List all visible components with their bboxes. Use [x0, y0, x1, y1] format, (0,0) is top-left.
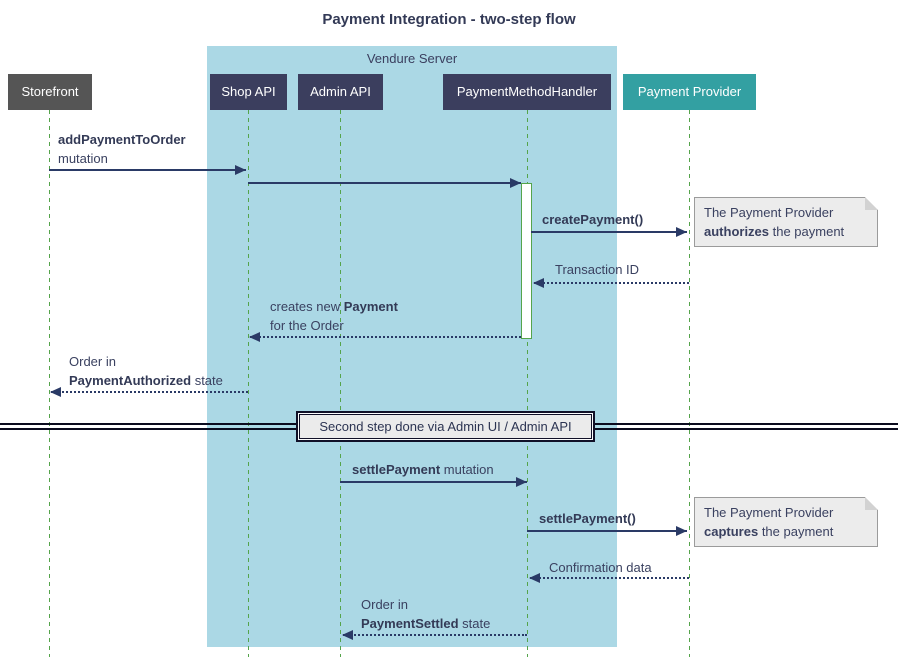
vendure-server-frame [207, 46, 617, 647]
message-arrow-transaction-id [534, 282, 689, 284]
message-label-creates-payment: creates new Payment for the Order [270, 299, 398, 333]
divider-label: Second step done via Admin UI / Admin AP… [296, 411, 595, 442]
participant-admin-api: Admin API [298, 74, 383, 110]
message-arrow-create-payment [531, 231, 687, 233]
message-label-create-payment: createPayment() [542, 212, 644, 227]
arrowhead-icon [533, 278, 544, 288]
arrowhead-icon [235, 165, 246, 175]
arrowhead-icon [50, 387, 61, 397]
lifeline-payment-method-handler [527, 110, 528, 657]
message-arrow-order-settled [343, 634, 527, 636]
message-label-confirmation: Confirmation data [549, 560, 652, 575]
lifeline-admin-api [340, 110, 341, 657]
message-arrow-settle-payment [527, 530, 687, 532]
note-captures: The Payment Provider captures the paymen… [694, 497, 878, 547]
arrowhead-icon [342, 630, 353, 640]
message-arrow-confirmation [530, 577, 689, 579]
message-arrow-order-authorized [51, 391, 248, 393]
message-label-transaction-id: Transaction ID [555, 262, 640, 277]
message-arrow-add-payment [49, 169, 246, 171]
lifeline-shop-api [248, 110, 249, 657]
diagram-title: Payment Integration - two-step flow [322, 11, 576, 28]
lifeline-storefront [49, 110, 50, 657]
message-label-settle-mutation: settlePayment mutation [352, 462, 494, 477]
message-label-order-authorized: Order in PaymentAuthorized state [69, 354, 223, 388]
arrowhead-icon [529, 573, 540, 583]
activation-bar [521, 183, 532, 339]
message-label-order-settled: Order in PaymentSettled state [361, 597, 491, 631]
arrowhead-icon [676, 227, 687, 237]
arrowhead-icon [676, 526, 687, 536]
note-authorizes: The Payment Provider authorizes the paym… [694, 197, 878, 247]
message-label-settle-payment: settlePayment() [539, 511, 636, 526]
participant-payment-provider: Payment Provider [623, 74, 756, 110]
arrowhead-icon [510, 178, 521, 188]
message-arrow-settle-mutation [340, 481, 527, 483]
arrowhead-icon [249, 332, 260, 342]
participant-payment-method-handler: PaymentMethodHandler [443, 74, 611, 110]
participant-storefront: Storefront [8, 74, 92, 110]
arrowhead-icon [516, 477, 527, 487]
lifeline-payment-provider [689, 110, 690, 657]
vendure-server-frame-label: Vendure Server [366, 51, 458, 66]
participant-shop-api: Shop API [210, 74, 287, 110]
message-label-add-payment: addPaymentToOrder mutation [58, 132, 186, 166]
message-arrow-creates-payment [250, 336, 521, 338]
message-arrow-shop-to-handler [248, 182, 521, 184]
